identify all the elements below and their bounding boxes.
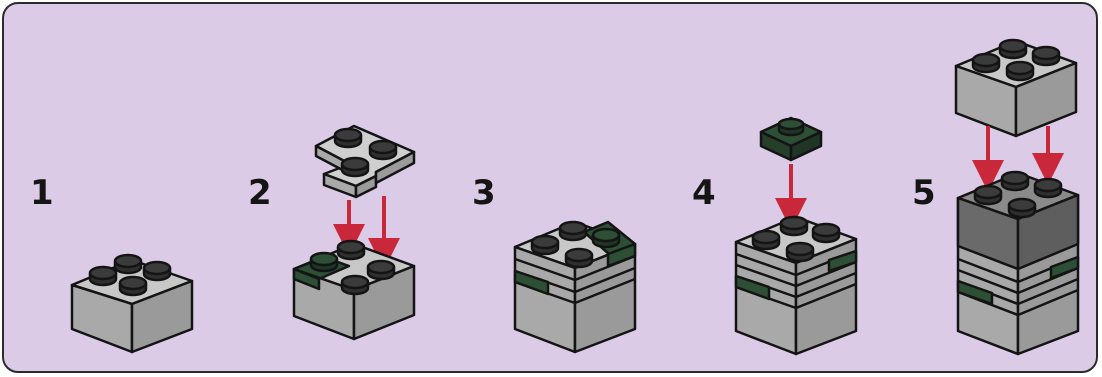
brick-2x2-icon	[70, 253, 194, 354]
brick-2x2-icon	[513, 220, 637, 354]
step-number-4: 4	[692, 173, 716, 213]
plate-l-icon	[314, 124, 416, 199]
step-5: 5	[912, 38, 1080, 356]
step-1: 1	[30, 173, 194, 354]
brick-2x2-icon	[734, 215, 858, 356]
stud	[88, 265, 118, 287]
step-number-5: 5	[912, 173, 936, 213]
step-2: 2	[248, 124, 416, 341]
step-4: 4	[692, 116, 858, 356]
stud	[118, 275, 148, 297]
brick-2x2-icon	[954, 38, 1078, 138]
instruction-panel: 1 2	[2, 2, 1098, 373]
step-number-1: 1	[30, 173, 54, 213]
stud	[142, 260, 172, 282]
assembly-diagram: 1 2	[30, 38, 1080, 356]
brick-2x2-icon	[292, 239, 416, 341]
step-3: 3	[472, 173, 637, 354]
step-number-3: 3	[472, 173, 496, 213]
plate-1x1-icon	[759, 116, 823, 162]
brick-tower-icon	[956, 170, 1080, 356]
stud	[113, 253, 143, 275]
step-number-2: 2	[248, 173, 272, 213]
